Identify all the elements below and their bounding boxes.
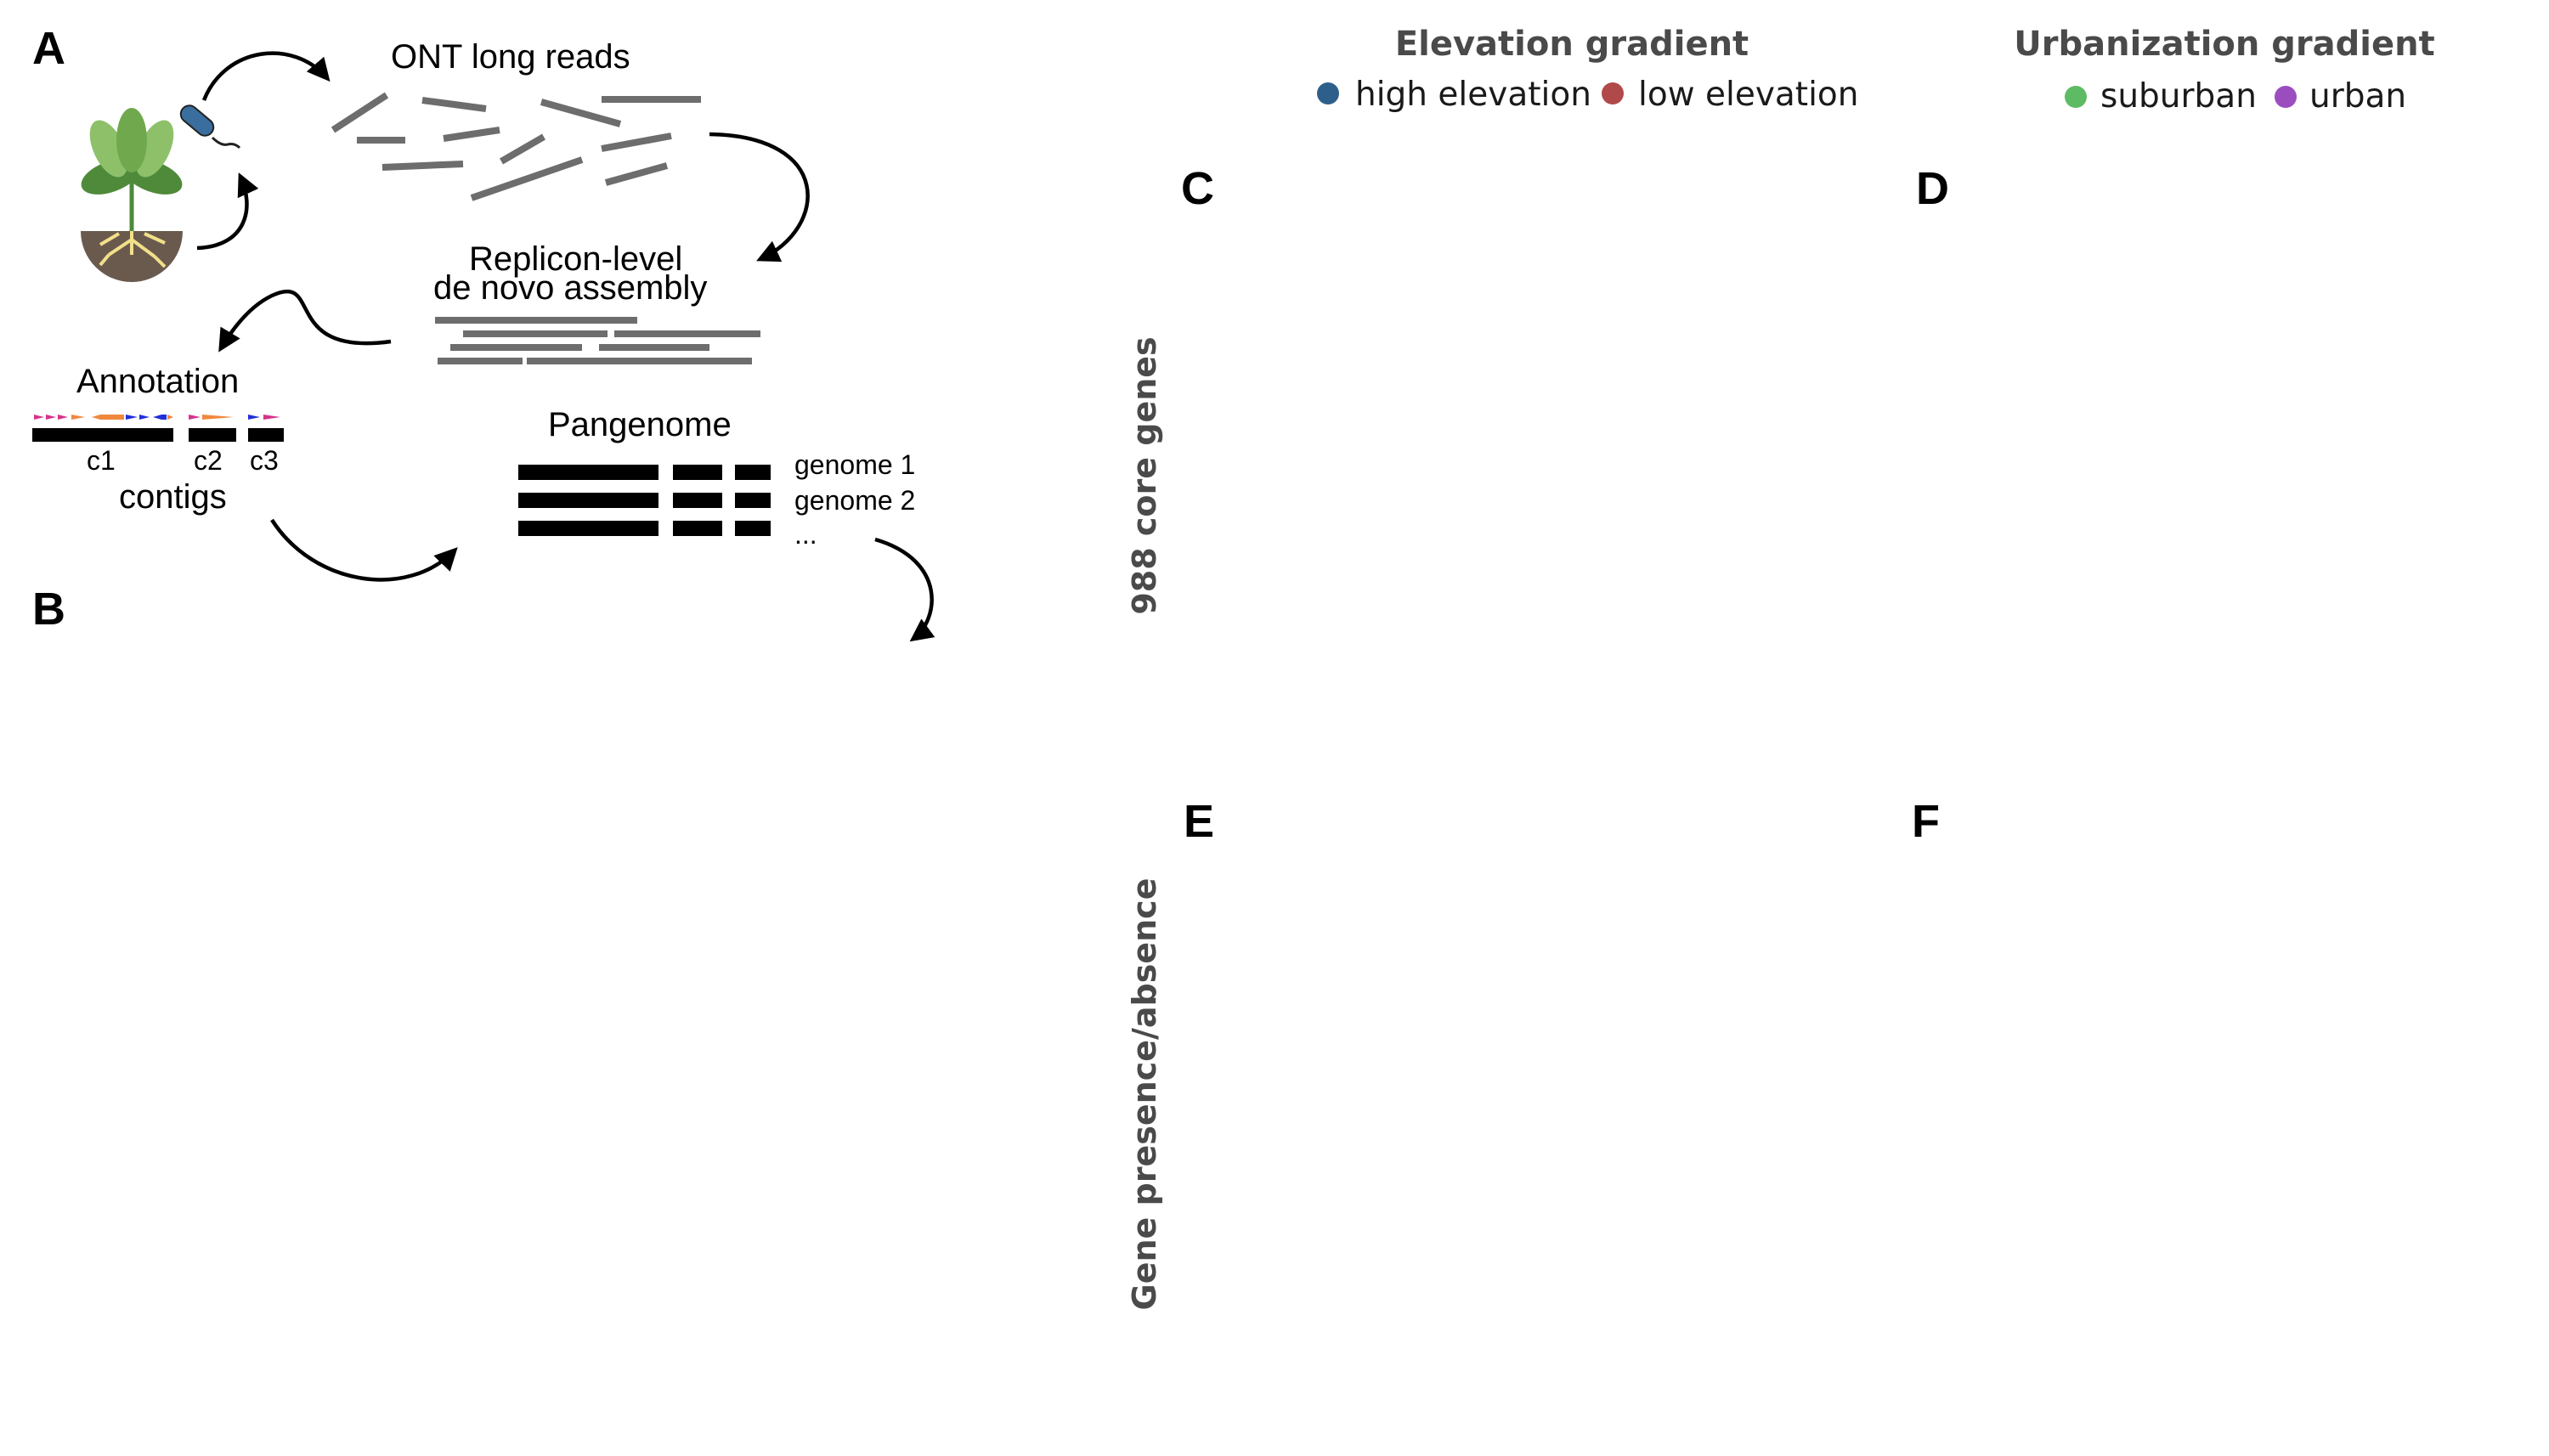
genome-label-2: genome 2 xyxy=(794,485,915,516)
urban-label: urban xyxy=(2309,77,2406,116)
panel-label-b: B xyxy=(32,584,65,635)
high-elevation-label: high elevation xyxy=(1355,76,1591,114)
arrow-reads-to-assembly xyxy=(709,132,810,262)
annotation-label: Annotation xyxy=(76,363,239,400)
reads-label: ONT long reads xyxy=(391,38,630,76)
assembled-contigs xyxy=(435,317,760,364)
arrow-bacterium-to-reads xyxy=(201,51,331,101)
low-elevation-label: low elevation xyxy=(1638,76,1859,114)
assembly-label-line1: Replicon-level xyxy=(469,240,682,278)
long-reads xyxy=(331,92,701,201)
genome-label-more: ... xyxy=(794,519,817,550)
urbanization-legend-title: Urbanization gradient xyxy=(2014,25,2434,64)
contig-label-c3: c3 xyxy=(250,445,279,476)
plant-icon xyxy=(81,108,183,282)
annotated-contigs xyxy=(32,415,284,442)
arrow-pangenome-to-analysis xyxy=(874,537,935,642)
contigs-label: contigs xyxy=(119,478,227,516)
panel-label-e: E xyxy=(1184,796,1214,847)
elevation-legend-title: Elevation gradient xyxy=(1395,25,1749,64)
contig-label-c2: c2 xyxy=(194,445,223,476)
arrow-contigs-to-pangenome xyxy=(270,518,458,582)
panel-label-c: C xyxy=(1181,163,1214,214)
high-elevation-marker xyxy=(1317,82,1339,104)
pangenome-blocks xyxy=(518,465,771,536)
presence-absence-axis-title: Gene presence/absence xyxy=(1126,878,1163,1311)
genome-label-1: genome 1 xyxy=(794,449,915,480)
assembly-label-line2: de novo assembly xyxy=(433,269,707,307)
arrow-assembly-to-annotation xyxy=(218,289,392,353)
panel-label-a: A xyxy=(32,23,65,74)
pangenome-label: Pangenome xyxy=(548,406,732,443)
urban-marker xyxy=(2275,86,2297,108)
core-genes-axis-title: 988 core genes xyxy=(1126,336,1163,614)
low-elevation-marker xyxy=(1602,82,1624,104)
suburban-label: suburban xyxy=(2100,77,2257,116)
panel-label-d: D xyxy=(1916,163,1949,214)
arrow-plant-to-bacterium xyxy=(196,172,259,251)
panel-label-f: F xyxy=(1912,796,1940,847)
suburban-marker xyxy=(2065,86,2087,108)
contig-label-c1: c1 xyxy=(87,445,116,476)
bacterium-icon xyxy=(179,104,241,150)
